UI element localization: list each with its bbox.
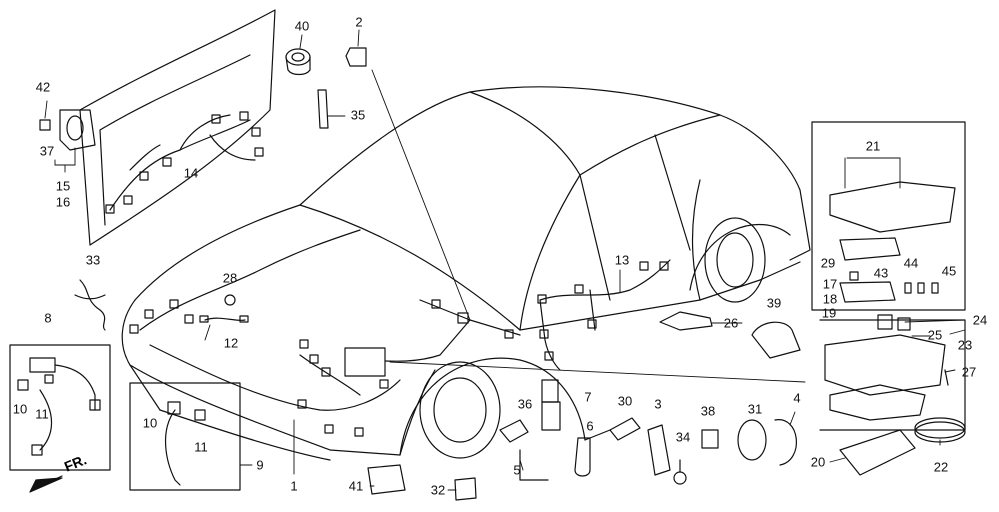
callout-30: 30 <box>617 393 633 409</box>
callout-22: 22 <box>933 459 949 475</box>
callout-40: 40 <box>294 18 310 34</box>
callout-14: 14 <box>183 165 199 181</box>
callout-32: 32 <box>430 482 446 498</box>
callout-1: 1 <box>290 478 298 494</box>
callout-8: 8 <box>44 310 52 326</box>
callout-21: 21 <box>865 138 881 154</box>
callout-36: 36 <box>517 396 533 412</box>
callout-26: 26 <box>723 315 739 331</box>
callout-19: 19 <box>821 305 837 321</box>
callout-18: 18 <box>822 291 838 307</box>
callout-44: 44 <box>903 255 919 271</box>
callout-10a: 10 <box>12 401 28 417</box>
callout-29: 29 <box>820 255 836 271</box>
callout-5: 5 <box>513 462 521 478</box>
callout-17: 17 <box>822 276 838 292</box>
callout-10b: 10 <box>142 415 158 431</box>
callout-25: 25 <box>927 327 943 343</box>
part-2 <box>345 47 367 67</box>
callout-9: 9 <box>256 457 264 473</box>
harness-1 <box>129 229 521 437</box>
callout-27: 27 <box>961 364 977 380</box>
box-8 <box>9 344 111 471</box>
callout-37: 37 <box>39 143 55 159</box>
callout-31: 31 <box>747 401 763 417</box>
callout-33: 33 <box>85 252 101 268</box>
callout-28: 28 <box>222 270 238 286</box>
callout-45: 45 <box>941 263 957 279</box>
callout-41: 41 <box>348 478 364 494</box>
fuse-box-assembly <box>819 314 966 431</box>
callout-23: 23 <box>957 337 973 353</box>
callout-43: 43 <box>873 265 889 281</box>
part-42-37 <box>39 109 96 151</box>
callout-12: 12 <box>223 335 239 351</box>
callout-16: 16 <box>55 194 71 210</box>
callout-6: 6 <box>586 418 594 434</box>
callout-39: 39 <box>766 295 782 311</box>
callout-42: 42 <box>35 79 51 95</box>
callout-11b: 11 <box>194 439 208 455</box>
callout-11a: 11 <box>35 406 49 422</box>
callout-20: 20 <box>810 454 826 470</box>
parts-row <box>367 311 966 501</box>
part-35 <box>317 89 329 129</box>
callout-7: 7 <box>584 389 592 405</box>
callout-2: 2 <box>355 14 363 30</box>
callout-34: 34 <box>675 429 691 445</box>
part-28-12 <box>199 294 249 323</box>
callout-38: 38 <box>700 403 716 419</box>
harness-13 <box>537 259 671 371</box>
callout-4: 4 <box>793 390 801 406</box>
leader-lines <box>44 29 966 491</box>
car-body-outline <box>121 86 811 461</box>
callout-15: 15 <box>55 178 71 194</box>
callout-24: 24 <box>972 312 988 328</box>
callout-3: 3 <box>654 396 662 412</box>
hatch-panel <box>79 9 276 246</box>
box-9 <box>129 382 241 491</box>
part-33 <box>74 279 106 331</box>
callout-35: 35 <box>350 107 366 123</box>
front-arrow-icon <box>29 475 63 493</box>
harness-14 <box>105 111 264 214</box>
part-40 <box>285 48 311 76</box>
callout-13: 13 <box>614 252 630 268</box>
